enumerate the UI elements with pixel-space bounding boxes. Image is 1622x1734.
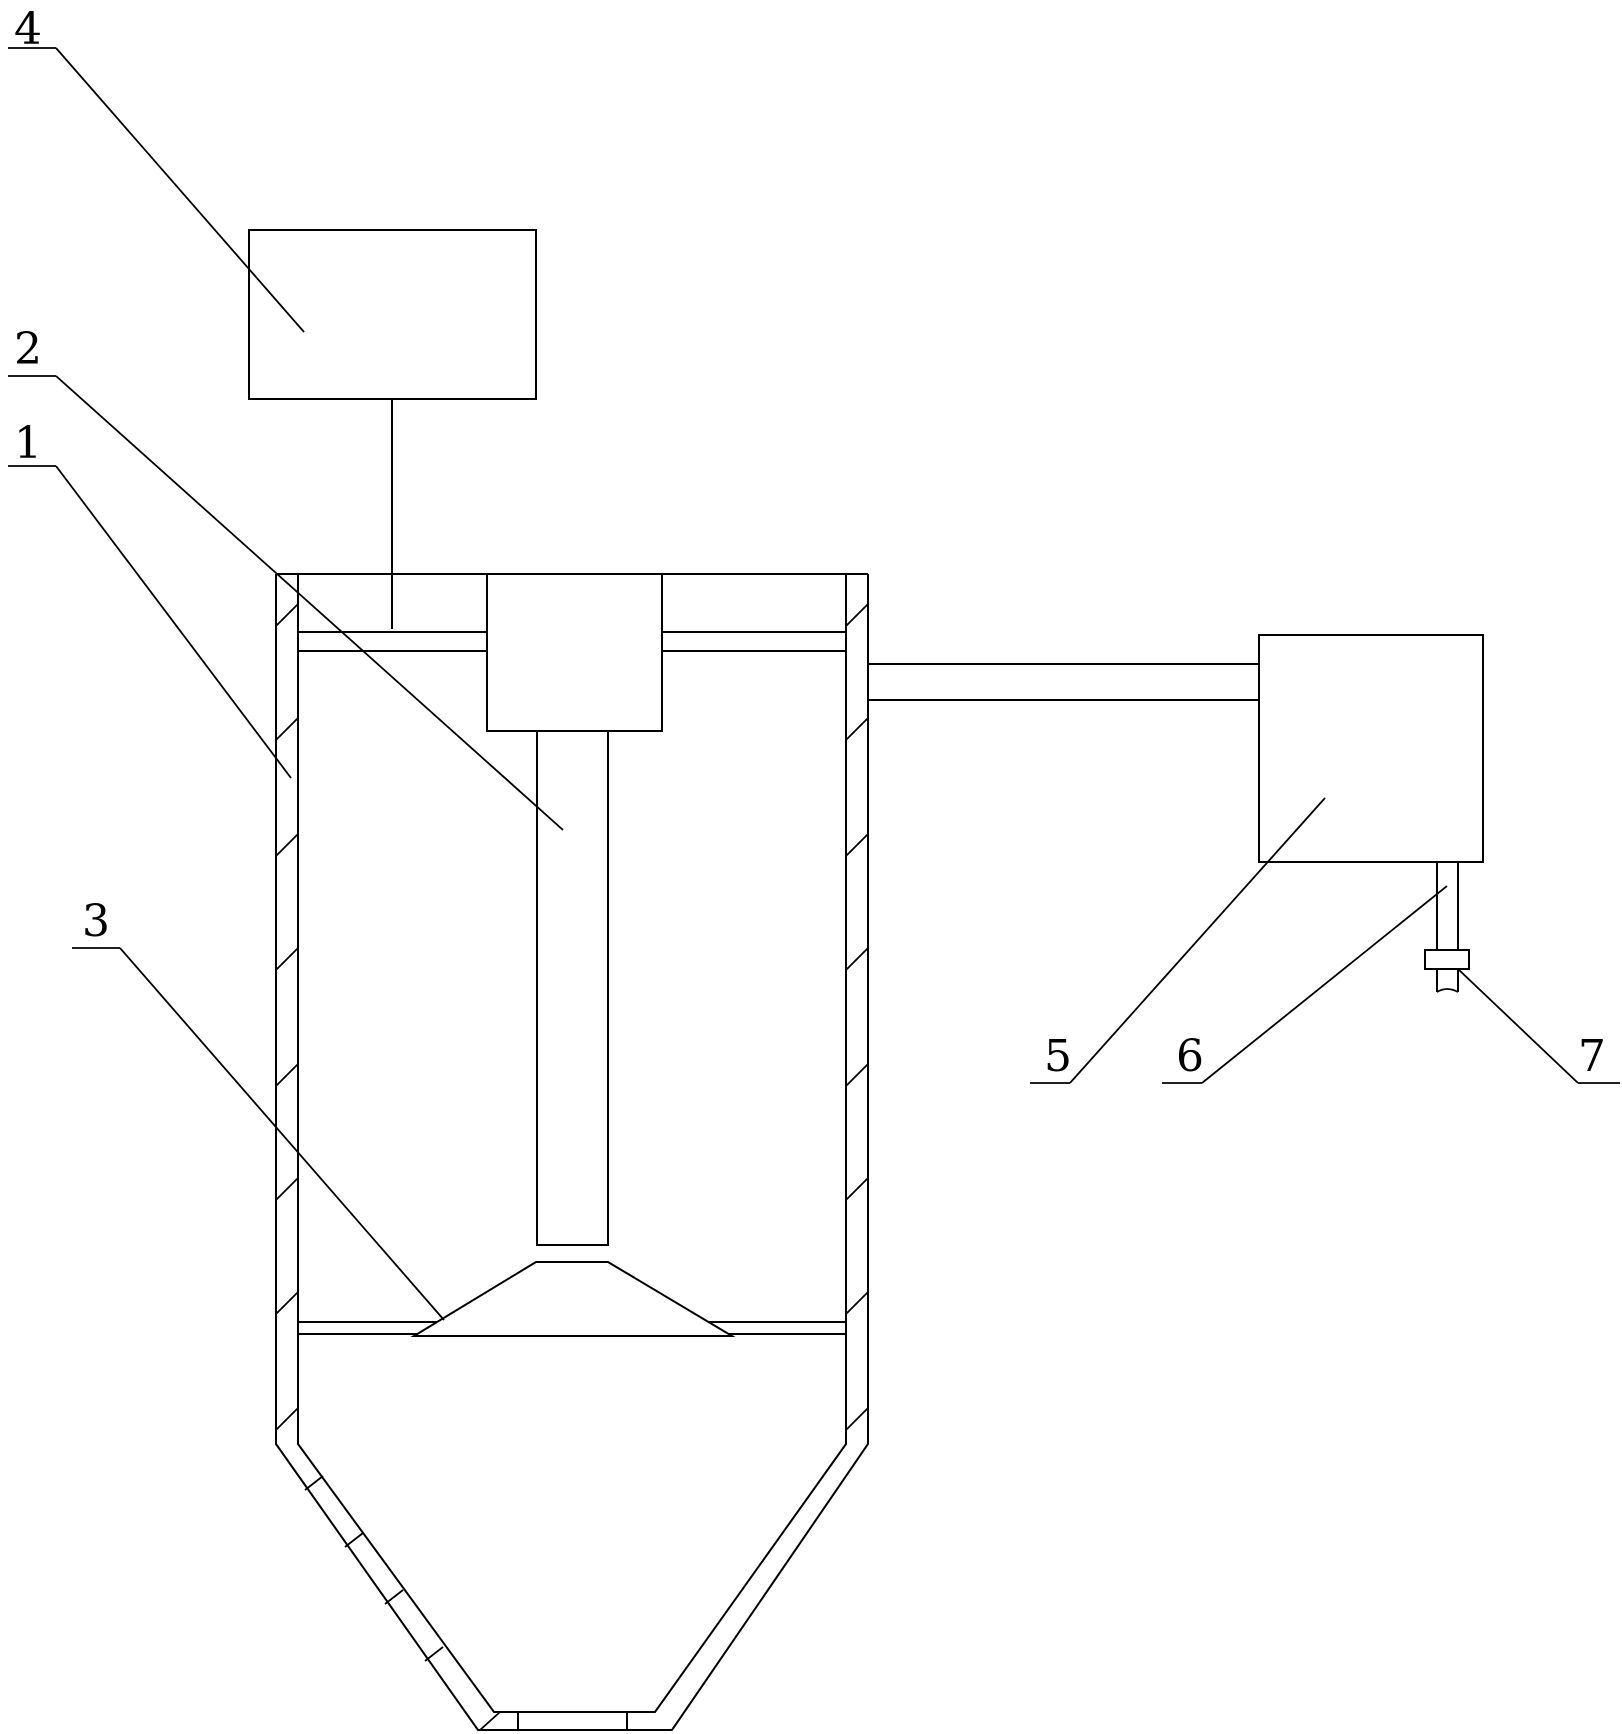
wall-hatching-left bbox=[275, 603, 501, 1731]
component-3-cone bbox=[410, 1261, 736, 1337]
label-5: 5 bbox=[1044, 1031, 1072, 1082]
component-4-box bbox=[248, 229, 537, 400]
label-4: 4 bbox=[14, 4, 42, 55]
component-6-outlet-pipe bbox=[1436, 862, 1459, 993]
connecting-pipe bbox=[868, 663, 1259, 701]
label-1: 1 bbox=[14, 418, 42, 469]
component-5-box bbox=[1258, 634, 1484, 863]
label-2: 2 bbox=[14, 324, 42, 375]
leader-lines bbox=[8, 47, 1620, 1321]
component-2-shaft bbox=[486, 573, 663, 1246]
label-7: 7 bbox=[1578, 1031, 1606, 1082]
label-6: 6 bbox=[1176, 1031, 1204, 1082]
wall-hatching-right bbox=[845, 603, 869, 1431]
label-3: 3 bbox=[82, 896, 110, 947]
component-7-valve bbox=[1424, 949, 1470, 970]
